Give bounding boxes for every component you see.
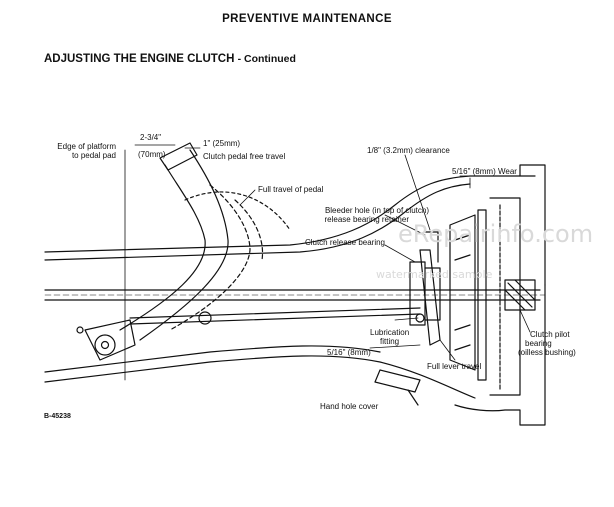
bleeder-tab — [424, 231, 439, 263]
watermark-sub: watermarked sample — [376, 268, 493, 281]
label-dim-234-2: (70mm) — [138, 150, 166, 159]
label-edge-platform-1: Edge of platform — [57, 142, 116, 151]
lower-rod — [129, 307, 421, 319]
housing-upper-line — [44, 175, 536, 253]
hand-hole-arrow — [407, 389, 419, 406]
rod-pin — [76, 326, 84, 334]
leader-full-lever — [439, 339, 456, 361]
pedal-pivot — [94, 334, 116, 356]
page-header: PREVENTIVE MAINTENANCE — [222, 13, 392, 25]
housing-lower-line-inner — [44, 345, 381, 373]
figure-id: B-45238 — [44, 413, 71, 420]
section-continued: - Continued — [237, 53, 296, 65]
label-hand-hole: Hand hole cover — [320, 402, 379, 411]
flywheel — [489, 197, 521, 396]
leader-wear — [459, 175, 481, 189]
label-pilot-1: Clutch pilot — [530, 330, 570, 339]
housing-lower-line — [44, 355, 476, 399]
label-free-travel: Clutch pedal free travel — [203, 152, 286, 161]
pedal-arm-full-travel — [169, 184, 251, 331]
label-dim-516: 5/16" (8mm) — [327, 348, 371, 357]
clutch-disc — [477, 209, 487, 381]
clutch-springs — [454, 234, 471, 351]
label-clearance: 1/8" (3.2mm) clearance — [367, 146, 450, 155]
leader-clearance — [404, 154, 431, 231]
label-dim-234-1: 2-3/4" — [140, 133, 162, 142]
leader-full-travel — [239, 189, 256, 206]
pedal-lever — [84, 319, 136, 361]
label-dim-1in: 1" (25mm) — [203, 139, 241, 148]
leader-bleeder — [384, 214, 426, 236]
pedal-arm-inner — [139, 149, 229, 341]
release-fork — [419, 249, 441, 346]
pedal-arm-outer — [119, 164, 206, 331]
leader-pilot — [519, 309, 531, 333]
label-bleeder-2: release bearing retainer — [324, 215, 410, 224]
label-lube-2: fitting — [380, 337, 400, 346]
label-wear: 5/16" (8mm) Wear — [452, 167, 517, 176]
label-pilot-3: (oilless bushing) — [518, 348, 576, 357]
pressure-plate — [449, 214, 476, 371]
rod-mid-pin — [198, 311, 212, 325]
housing-upper-line-inner — [44, 183, 471, 261]
label-full-lever: Full lever travel — [427, 362, 482, 371]
release-bearing-race — [424, 267, 441, 321]
lower-rod-2 — [129, 313, 421, 325]
label-full-travel: Full travel of pedal — [258, 185, 324, 194]
pedal-arc — [184, 191, 291, 231]
release-bearing-body — [409, 261, 426, 326]
label-bleeder-1: Bleeder hole (in top of clutch) — [324, 206, 429, 215]
pedal-pad — [159, 142, 198, 171]
section-title: ADJUSTING THE ENGINE CLUTCH - Continued — [44, 53, 296, 65]
label-pilot-2: bearing — [525, 339, 552, 348]
label-release-bearing: Clutch release bearing — [304, 238, 385, 247]
leader-release-bearing — [384, 244, 416, 263]
housing-flange-top — [519, 164, 546, 286]
pilot-bearing — [504, 279, 536, 311]
watermark-main: eRepairinfo.com — [398, 220, 594, 248]
pedal-full-travel-2 — [234, 199, 264, 261]
pilot-bearing-hatch — [504, 279, 536, 311]
hand-hole-cover — [374, 369, 421, 393]
pedal-pivot-inner — [100, 340, 110, 350]
label-edge-platform-2: to pedal pad — [71, 151, 116, 160]
housing-bottom-curve — [454, 284, 546, 426]
leader-516 — [369, 344, 421, 349]
leader-lube — [394, 317, 419, 321]
section-title-text: ADJUSTING THE ENGINE CLUTCH — [44, 53, 235, 65]
label-lube-1: Lubrication — [370, 328, 410, 337]
